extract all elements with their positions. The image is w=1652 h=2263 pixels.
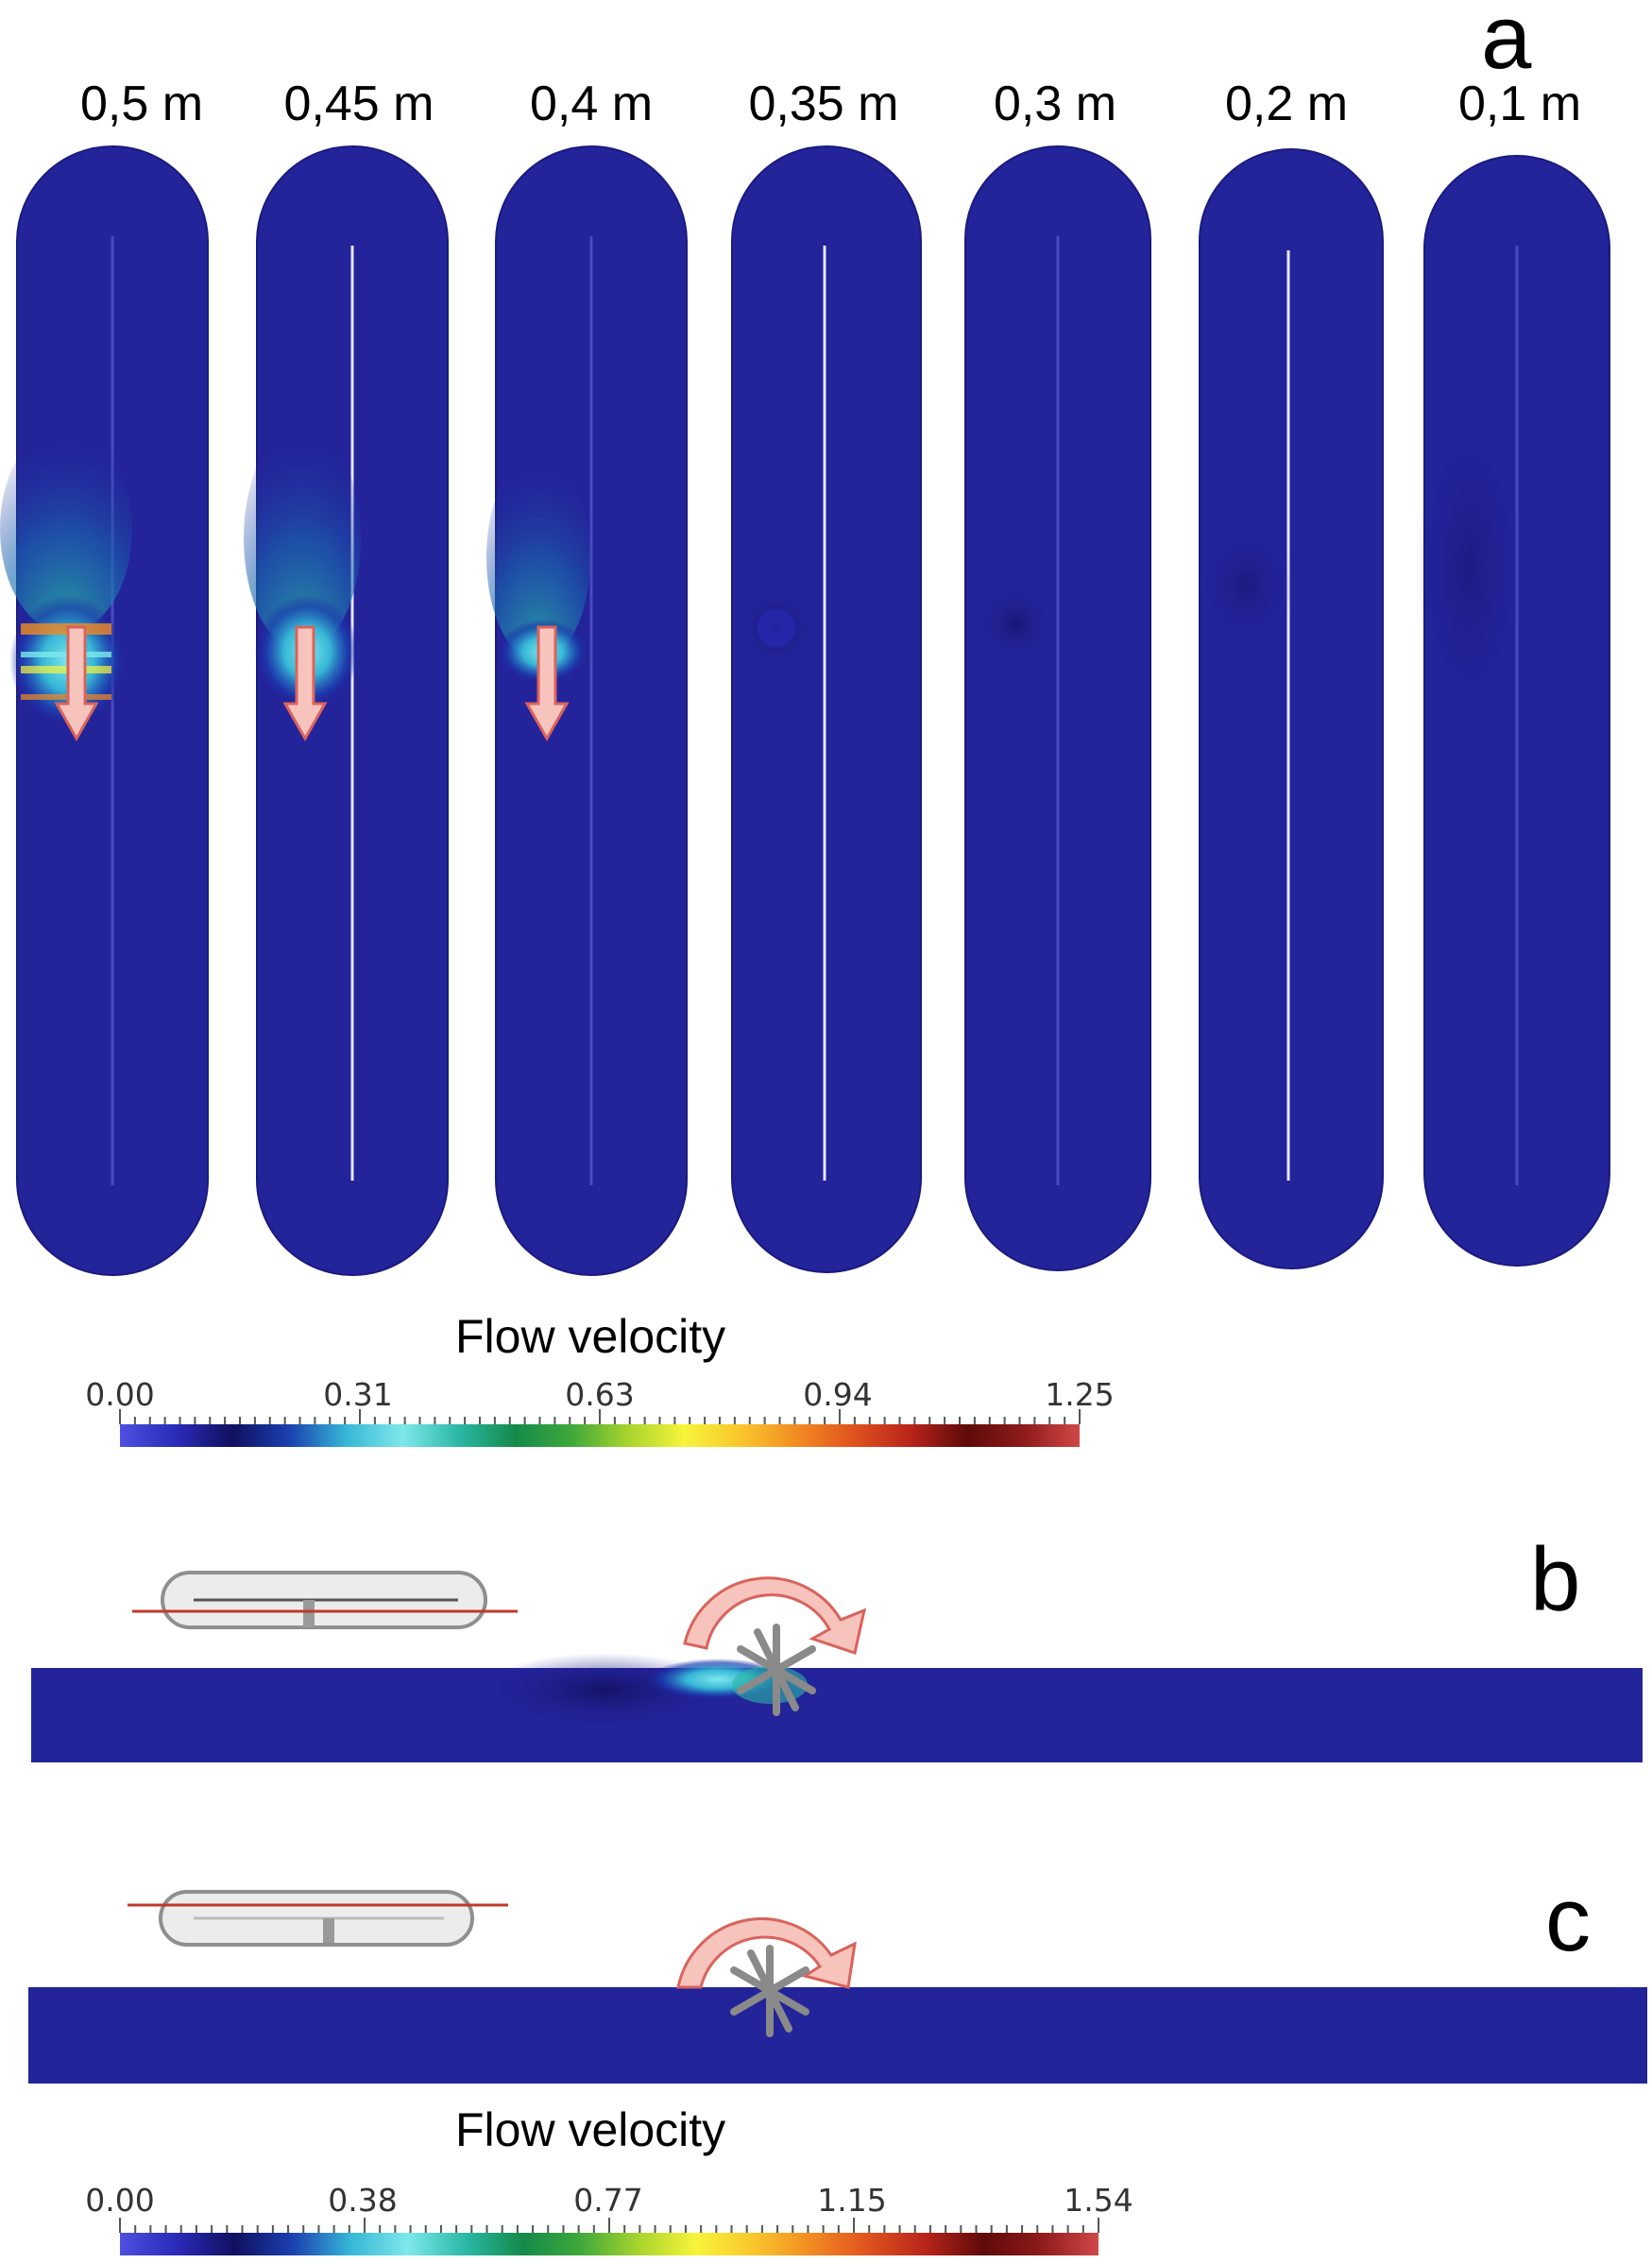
depth-label-3: 0,4 m xyxy=(529,77,654,131)
depth-label-4: 0,35 m xyxy=(748,77,899,131)
depth-label-5: 0,3 m xyxy=(993,77,1117,131)
raceway-4 xyxy=(731,145,922,1273)
flow-arrow xyxy=(524,625,570,742)
flow-arrow xyxy=(282,625,328,742)
raceway-6 xyxy=(1199,148,1384,1269)
propeller-icon xyxy=(737,1624,816,1716)
raceway-5 xyxy=(964,145,1151,1271)
depth-label-6: 0,2 m xyxy=(1224,77,1349,131)
colorbar-top-title: Flow velocity xyxy=(455,1310,726,1363)
propeller-icon xyxy=(730,1945,809,2037)
depth-label-1: 0,5 m xyxy=(79,77,204,131)
depth-label-7: 0,1 m xyxy=(1457,77,1582,131)
rotation-arrow xyxy=(676,1917,857,1989)
colorbar-top-tick-2: 0.63 xyxy=(565,1376,635,1413)
colorbar-top-tick-3: 0.94 xyxy=(803,1376,873,1413)
depth-label-2: 0,45 m xyxy=(283,77,434,131)
rotation-arrow xyxy=(683,1576,867,1655)
raceway-2 xyxy=(244,145,449,1276)
colorbar-top-gradient xyxy=(120,1424,1080,1447)
panel-c xyxy=(28,1890,1647,2084)
colorbar-bottom-tick-4: 1.54 xyxy=(1064,2182,1133,2219)
colorbar-top-tick-4: 1.25 xyxy=(1045,1376,1115,1413)
colorbar-bottom-tick-0: 0.00 xyxy=(85,2182,155,2219)
colorbar-top-tick-1: 0.31 xyxy=(323,1376,393,1413)
panel-b xyxy=(31,1571,1643,1762)
colorbar-top xyxy=(119,1409,1081,1447)
colorbar-top-tick-0: 0.00 xyxy=(85,1376,155,1413)
section-c-field xyxy=(28,1987,1647,2084)
flow-arrow xyxy=(54,625,99,742)
raceway-3 xyxy=(486,145,688,1276)
colorbar-bottom-tick-3: 1.15 xyxy=(817,2182,887,2219)
raceway-7 xyxy=(1417,155,1610,1267)
panel-letter-b: b xyxy=(1530,1529,1581,1630)
tank-inset-c xyxy=(128,1890,508,1947)
colorbar-top-ticks xyxy=(119,1409,1081,1424)
colorbar-bottom-title: Flow velocity xyxy=(455,2103,726,2156)
colorbar-bottom xyxy=(119,2218,1099,2255)
colorbar-bottom-tick-1: 0.38 xyxy=(328,2182,398,2219)
raceway-1 xyxy=(0,145,209,1276)
tank-inset-b xyxy=(132,1571,518,1629)
colorbar-bottom-gradient xyxy=(120,2233,1098,2255)
section-b-field xyxy=(31,1668,1643,1762)
panel-a xyxy=(0,145,1610,1276)
panel-letter-a: a xyxy=(1481,0,1532,88)
colorbar-bottom-ticks xyxy=(119,2218,1099,2233)
panel-letter-c: c xyxy=(1545,1869,1591,1970)
colorbar-bottom-tick-2: 0.77 xyxy=(573,2182,643,2219)
